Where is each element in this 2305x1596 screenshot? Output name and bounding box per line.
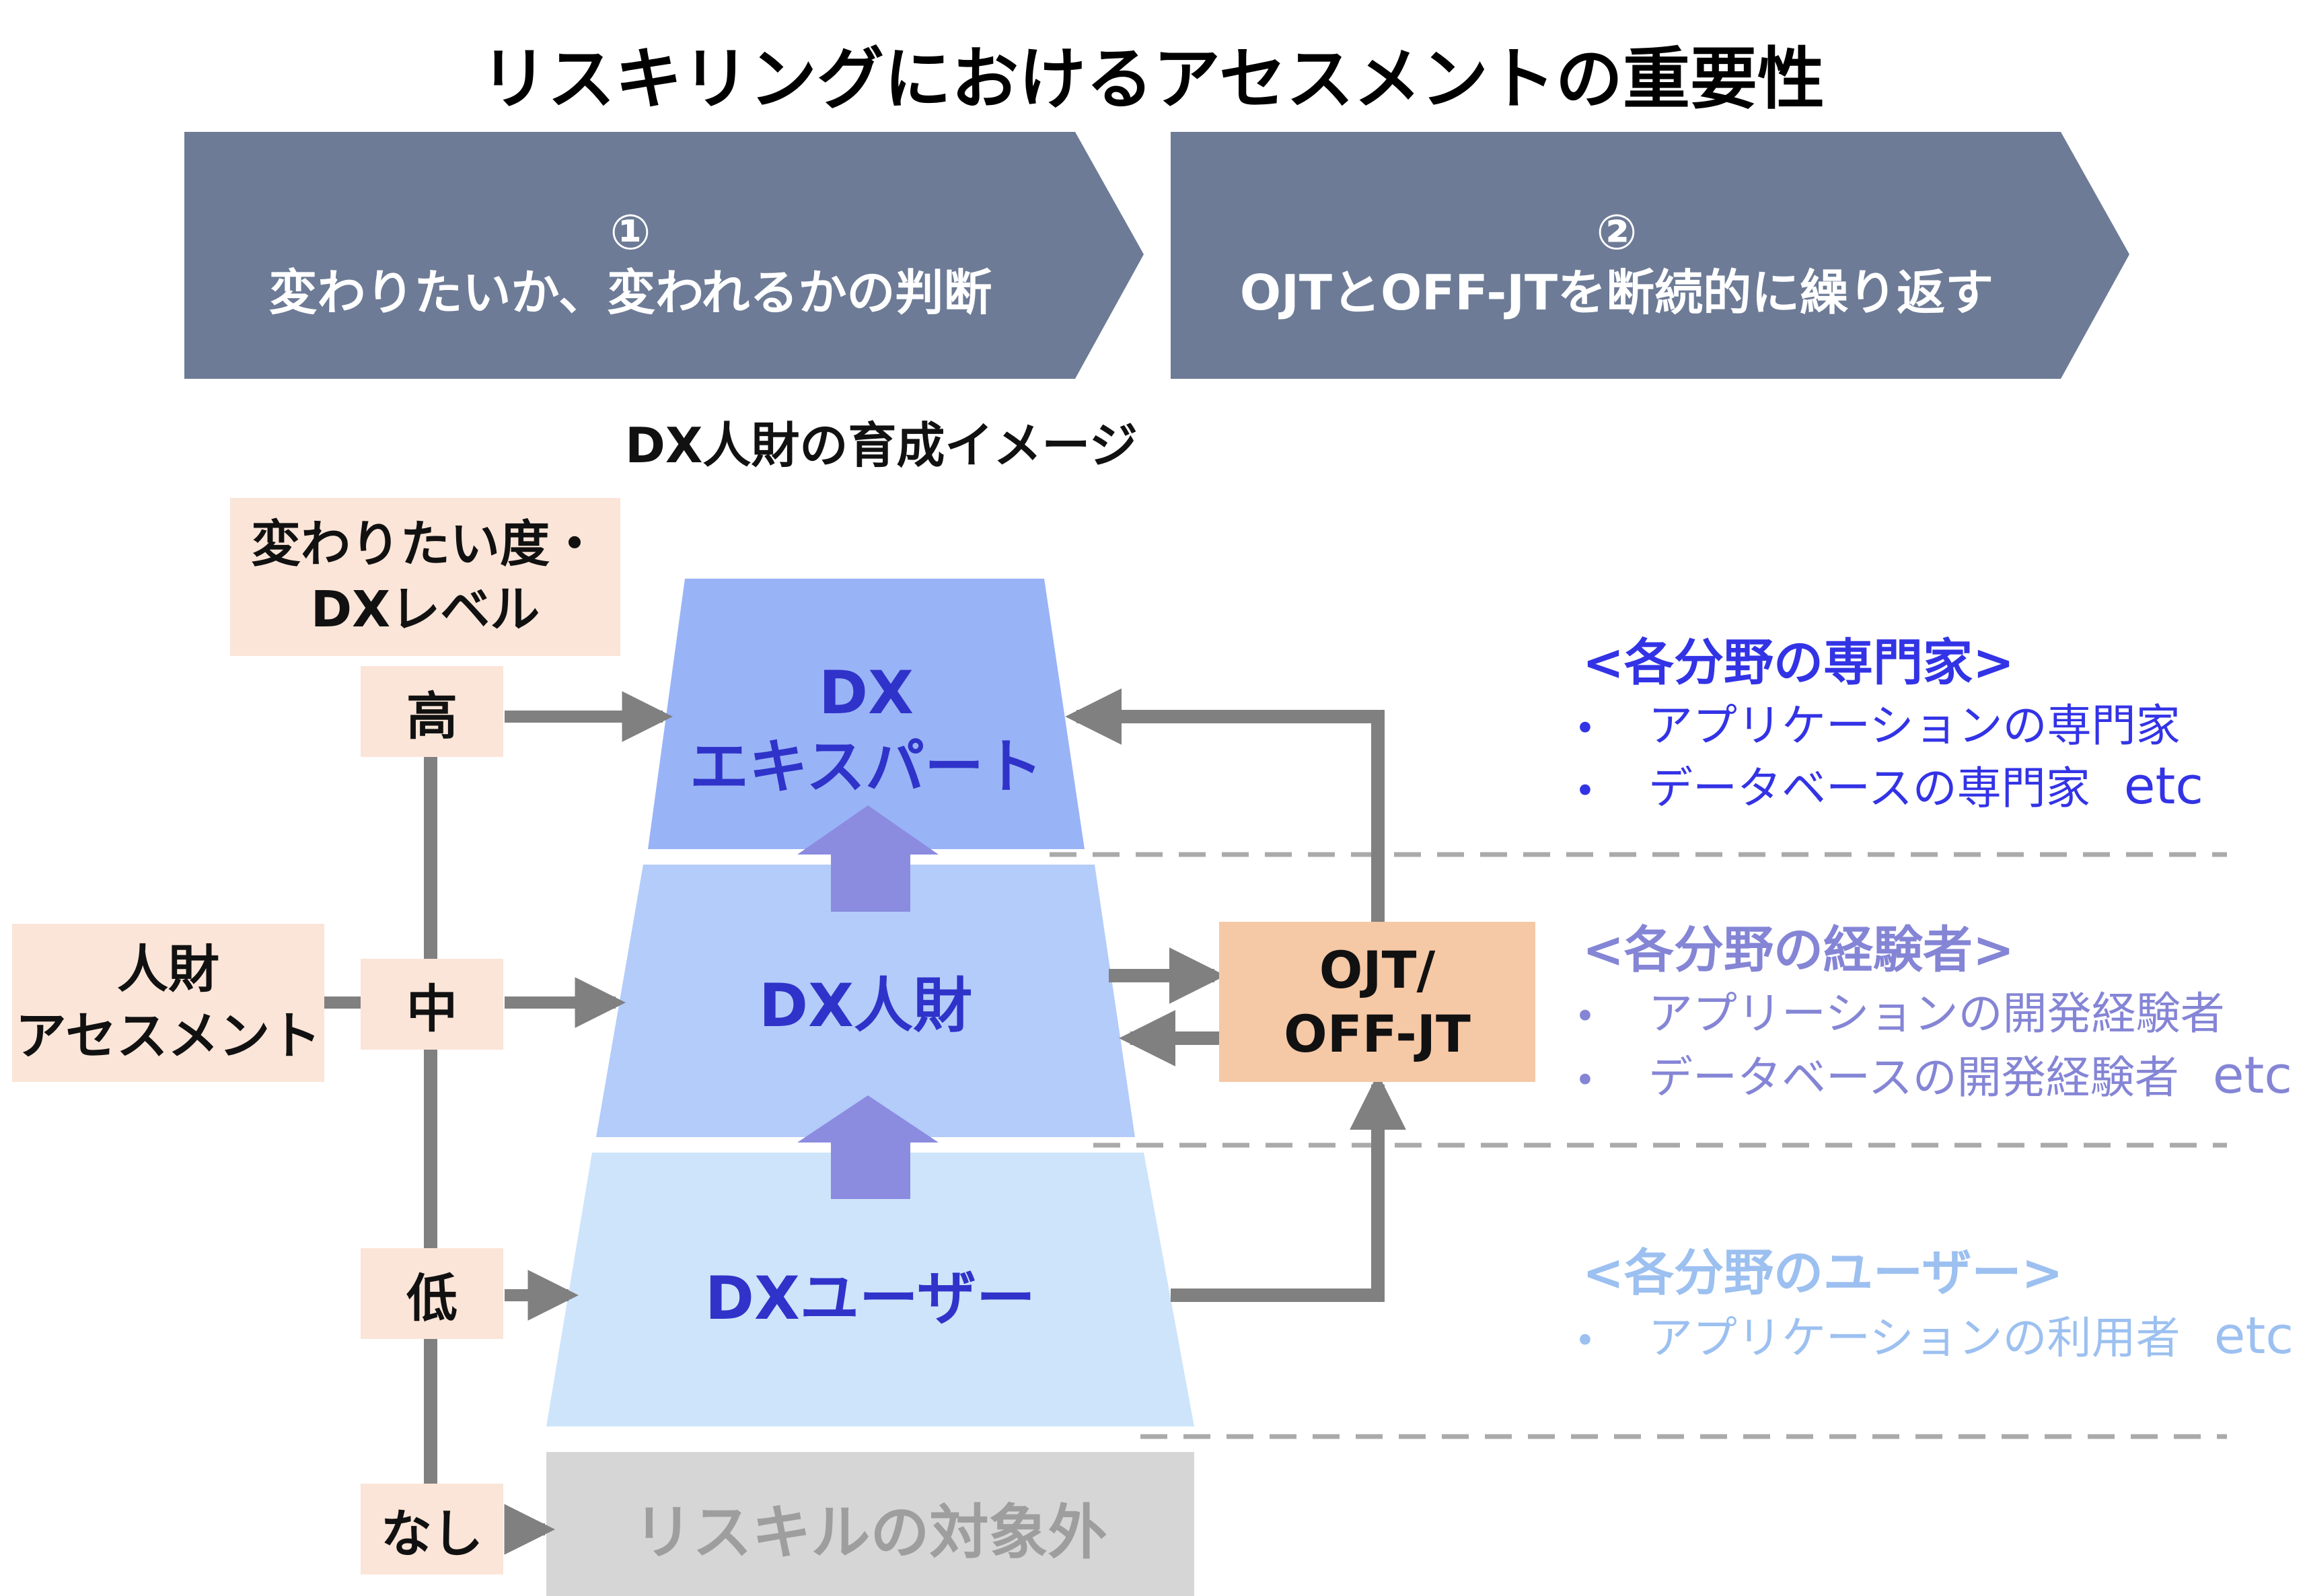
step-1-text: ① 変わりたいか、変われるかの判断 — [184, 182, 1076, 343]
user-etc: etc — [2213, 1305, 2294, 1365]
ojt-line-1: OJT/ — [1319, 940, 1436, 1000]
bullet-icon: • — [1574, 707, 1596, 750]
step-2-text: ② OJTとOFF-JTを断続的に繰り返す — [1171, 182, 2063, 343]
bullet-icon: • — [1574, 770, 1596, 812]
excluded-tier-shape — [546, 1452, 1194, 1596]
step-2-number: ② — [1596, 204, 1638, 260]
level-low: 低 — [361, 1248, 503, 1339]
experienced-group-heading: <各分野の経験者> — [1582, 921, 2015, 979]
ojt-box: OJT/ OFF-JT — [1219, 922, 1535, 1082]
experienced-etc: etc — [2212, 1045, 2293, 1105]
expert-item-2-text: データベースの専門家 — [1648, 762, 2090, 814]
user-group-item: • アプリケーションの利用者 etc — [1574, 1302, 2294, 1367]
experienced-item-2-text: データベースの開発経験者 — [1648, 1052, 2179, 1103]
user-tier-shape — [546, 1153, 1194, 1426]
expert-group-item: • データベースの専門家 etc — [1574, 752, 2203, 817]
expert-tier-label: DX エキスパート — [648, 646, 1085, 814]
experienced-group-item: • データベースの開発経験者 etc — [1574, 1042, 2292, 1106]
level-mid: 中 — [361, 959, 503, 1050]
level-header-line-2: DXレベル — [310, 580, 540, 639]
user-tier-label: DXユーザー — [704, 1264, 1036, 1333]
expert-item-1-text: アプリケーションの専門家 — [1648, 700, 2181, 752]
expert-group-item: • アプリケーションの専門家 — [1574, 690, 2181, 754]
level-header: 変わりたい度・ DXレベル — [230, 498, 620, 656]
level-header-line-1: 変わりたい度・ — [251, 515, 599, 574]
expert-tier-shape — [648, 579, 1085, 849]
user-group-heading: <各分野のユーザー> — [1582, 1244, 2063, 1302]
assessment-line-2: アセスメント — [15, 1005, 322, 1066]
user-item-1-text: アプリケーションの利用者 — [1648, 1312, 2181, 1364]
ojt-to-expert-arrow — [1065, 688, 1385, 922]
page-title: リスキリングにおけるアセスメントの重要性 — [480, 39, 1825, 118]
expert-group-heading: <各分野の専門家> — [1582, 634, 2015, 692]
excluded-tier-label: リスキルの対象外 — [633, 1497, 1107, 1567]
diagram-subtitle: DX人財の育成イメージ — [625, 416, 1138, 474]
step-1-banner — [184, 132, 1144, 379]
ojt-line-2: OFF-JT — [1284, 1004, 1471, 1064]
level-none: なし — [361, 1484, 503, 1574]
user-to-ojt-arrow — [1171, 1073, 1406, 1302]
talent-tier-shape — [596, 865, 1135, 1137]
bullet-icon: • — [1574, 1319, 1596, 1362]
bullet-icon: • — [1574, 1059, 1596, 1101]
experienced-item-1-text: アプリーションの開発経験者 — [1648, 988, 2225, 1040]
up-arrow-upper — [797, 805, 939, 912]
step-1-label: 変わりたいか、変われるかの判断 — [268, 264, 992, 321]
assessment-box: 人財 アセスメント — [12, 924, 324, 1082]
experienced-group-item: • アプリーションの開発経験者 — [1574, 978, 2225, 1042]
expert-tier-line-2: エキスパート — [689, 732, 1044, 801]
step-1-number: ① — [610, 204, 651, 260]
up-arrow-lower — [797, 1095, 939, 1199]
expert-tier-line-1: DX — [819, 658, 914, 727]
step-2-label: OJTとOFF-JTを断続的に繰り返す — [1239, 264, 1994, 321]
expert-etc: etc — [2123, 756, 2204, 815]
bullet-icon: • — [1574, 995, 1596, 1038]
step-2-banner — [1171, 132, 2129, 379]
assessment-line-1: 人財 — [117, 939, 219, 999]
talent-tier-label: DX人財 — [759, 971, 972, 1040]
level-high: 高 — [361, 666, 503, 757]
